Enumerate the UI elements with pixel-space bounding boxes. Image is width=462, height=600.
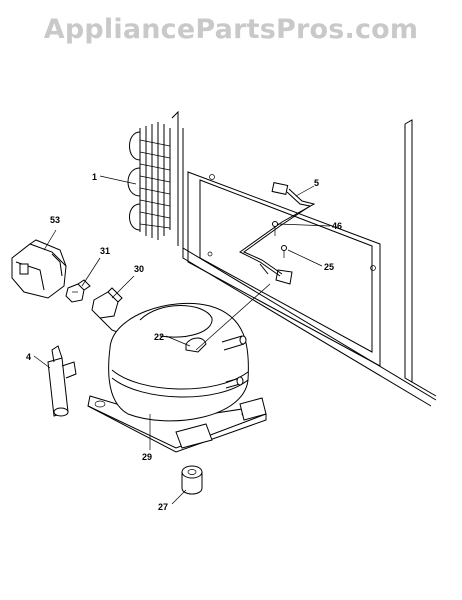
callout-22: 22 <box>154 332 164 342</box>
grommet <box>181 465 203 495</box>
condenser-coil <box>127 110 179 246</box>
callout-46: 46 <box>332 221 342 231</box>
screw-25 <box>281 245 287 258</box>
cabinet-outline <box>182 119 437 407</box>
overload-protector <box>65 279 91 303</box>
wiring-harness <box>239 182 316 285</box>
callout-27: 27 <box>158 502 168 512</box>
watermark-logo: AppliancePartsPros.com <box>43 14 419 45</box>
callout-labels: 1 5 46 25 53 31 30 22 4 29 27 <box>26 172 342 512</box>
screw-46 <box>272 221 278 236</box>
leader-lines <box>33 175 331 505</box>
callout-31: 31 <box>100 246 110 256</box>
relay-cover <box>11 239 67 299</box>
callout-25: 25 <box>324 262 334 272</box>
start-relay <box>91 287 123 335</box>
compressor <box>87 302 267 453</box>
callout-29: 29 <box>142 452 152 462</box>
callout-4: 4 <box>26 352 31 362</box>
filter-drier <box>47 345 77 417</box>
callout-1: 1 <box>92 172 97 182</box>
callout-53: 53 <box>50 215 60 225</box>
callout-30: 30 <box>134 264 144 274</box>
callout-5: 5 <box>314 178 319 188</box>
